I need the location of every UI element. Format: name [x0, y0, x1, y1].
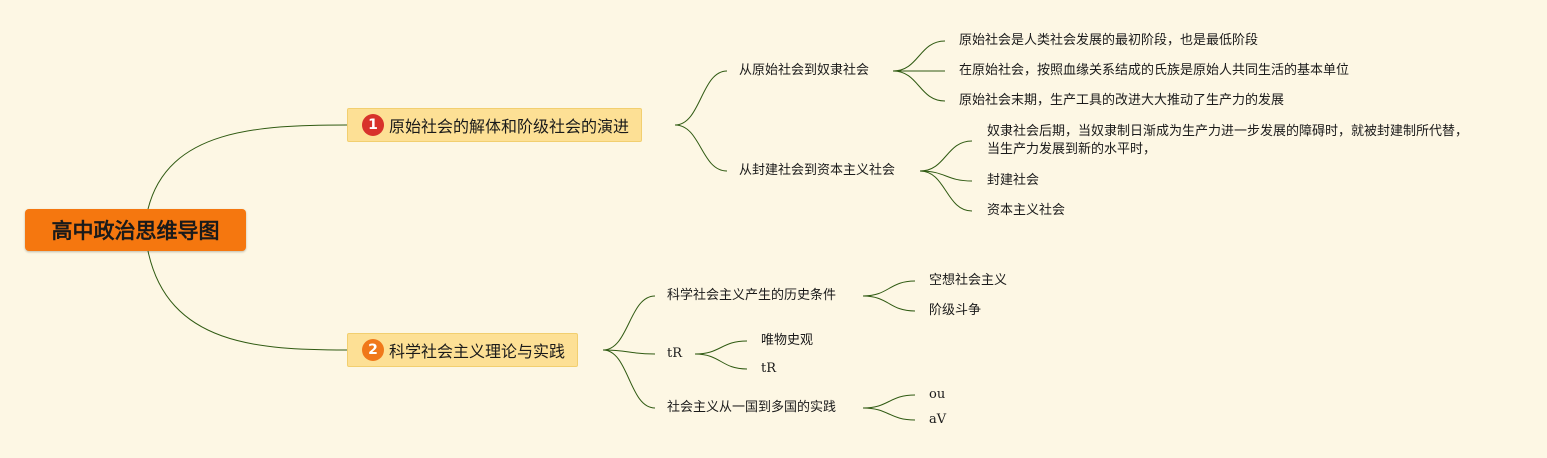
sub-node-1-2[interactable]: 从封建社会到资本主义社会: [739, 163, 896, 178]
connector-sub-2-3-leaf-1: [862, 394, 916, 409]
branch-node-1[interactable]: 1 原始社会的解体和阶级社会的演进: [347, 108, 643, 142]
connector-sub-1-1-leaf-1: [892, 40, 946, 72]
branch-number-badge-2: 2: [362, 339, 384, 361]
leaf-node-2-3-1[interactable]: ou: [929, 387, 946, 402]
leaf-node-2-2-1[interactable]: 唯物史观: [761, 333, 814, 348]
connector-root-branch-1: [147, 124, 348, 210]
connector-sub-2-2-leaf-1: [694, 340, 748, 355]
root-node[interactable]: 高中政治思维导图: [25, 209, 246, 251]
branch-label-1: 原始社会的解体和阶级社会的演进: [389, 117, 630, 136]
connector-sub-2-2-leaf-2: [694, 353, 748, 370]
leaf-node-1-1-3[interactable]: 原始社会末期，生产工具的改进大大推动了生产力的发展: [959, 93, 1285, 108]
leaf-node-1-1-1[interactable]: 原始社会是人类社会发展的最初阶段，也是最低阶段: [959, 33, 1259, 48]
leaf-node-1-2-2[interactable]: 封建社会: [987, 173, 1040, 188]
leaf-node-1-2-1[interactable]: 奴隶社会后期，当奴隶制日渐成为生产力进一步发展的障碍时，就被封建制所代替，当生产…: [987, 124, 1469, 157]
connector-root-branch-2: [147, 250, 348, 351]
connector-branch-2-sub-3: [602, 349, 656, 409]
sub-node-1-1[interactable]: 从原始社会到奴隶社会: [739, 63, 870, 78]
connector-sub-2-1-leaf-1: [862, 280, 916, 297]
leaf-node-2-3-2[interactable]: aV: [929, 412, 947, 427]
sub-node-2-3[interactable]: 社会主义从一国到多国的实践: [667, 400, 837, 415]
connector-branch-1-sub-2: [674, 124, 728, 172]
connector-sub-2-3-leaf-2: [862, 407, 916, 421]
branch-label-2: 科学社会主义理论与实践: [389, 342, 566, 361]
connector-sub-1-2-leaf-1: [919, 140, 973, 172]
sub-node-2-1[interactable]: 科学社会主义产生的历史条件: [667, 288, 837, 303]
sub-node-2-2[interactable]: tR: [667, 346, 683, 361]
leaf-node-1-2-3[interactable]: 资本主义社会: [987, 203, 1066, 218]
connector-branch-2-sub-1: [602, 295, 656, 351]
leaf-node-2-1-2[interactable]: 阶级斗争: [929, 303, 982, 318]
branch-node-2[interactable]: 2 科学社会主义理论与实践: [347, 333, 579, 367]
connector-branch-2-sub-2: [602, 349, 656, 355]
leaf-node-1-1-2[interactable]: 在原始社会，按照血缘关系结成的氏族是原始人共同生活的基本单位: [959, 63, 1350, 78]
leaf-node-2-1-1[interactable]: 空想社会主义: [929, 273, 1008, 288]
connector-sub-1-2-leaf-3: [919, 170, 973, 212]
connector-sub-2-1-leaf-2: [862, 295, 916, 312]
root-label: 高中政治思维导图: [51, 219, 220, 243]
connector-sub-1-1-leaf-3: [892, 70, 946, 102]
connector-branch-1-sub-1: [674, 70, 728, 126]
branch-number-badge-1: 1: [362, 114, 384, 136]
leaf-node-2-2-2[interactable]: tR: [761, 361, 777, 376]
